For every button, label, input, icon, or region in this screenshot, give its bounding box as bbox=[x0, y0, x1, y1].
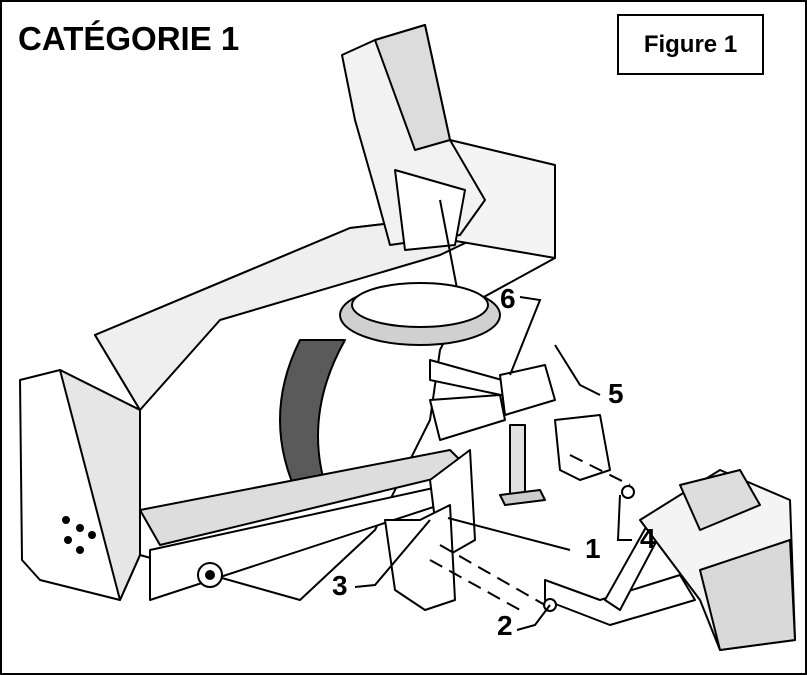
side-bolt bbox=[76, 546, 84, 554]
alignment-line bbox=[569, 454, 631, 486]
callout-1: 1 bbox=[585, 533, 601, 564]
jack-stand bbox=[509, 424, 526, 496]
pin-4 bbox=[621, 485, 635, 499]
top-link-bracket-6 bbox=[499, 364, 556, 416]
tractor-fender bbox=[699, 539, 796, 651]
leader-4 bbox=[616, 494, 632, 541]
lower-link-bracket-3 bbox=[384, 504, 456, 611]
callout-4: 4 bbox=[640, 523, 656, 554]
leader-1 bbox=[447, 517, 571, 551]
side-bolt bbox=[88, 531, 96, 539]
callout-3: 3 bbox=[332, 570, 348, 601]
chute-panel bbox=[374, 24, 451, 151]
alignment-line bbox=[439, 544, 546, 606]
page-title: CATÉGORIE 1 bbox=[18, 20, 240, 57]
leader-5 bbox=[554, 344, 601, 396]
side-panel-edge bbox=[59, 369, 141, 601]
leader-6 bbox=[509, 296, 542, 376]
wheel-hub-center bbox=[205, 570, 215, 580]
callout-6: 6 bbox=[500, 283, 516, 314]
callout-5: 5 bbox=[608, 378, 624, 409]
side-bolt bbox=[76, 524, 84, 532]
hitch-plate bbox=[429, 394, 506, 441]
side-bolt bbox=[62, 516, 70, 524]
right-bracket bbox=[554, 414, 611, 481]
side-bolt bbox=[64, 536, 72, 544]
jack-foot bbox=[499, 489, 546, 506]
figure-label: Figure 1 bbox=[617, 14, 764, 75]
tractor-pto-housing bbox=[679, 469, 761, 531]
alignment-line bbox=[429, 559, 521, 611]
callout-2: 2 bbox=[497, 610, 513, 641]
chute-deflector bbox=[394, 169, 466, 251]
chute-ring-top bbox=[351, 282, 489, 328]
leader-3 bbox=[354, 519, 431, 588]
leader-2 bbox=[516, 604, 551, 631]
